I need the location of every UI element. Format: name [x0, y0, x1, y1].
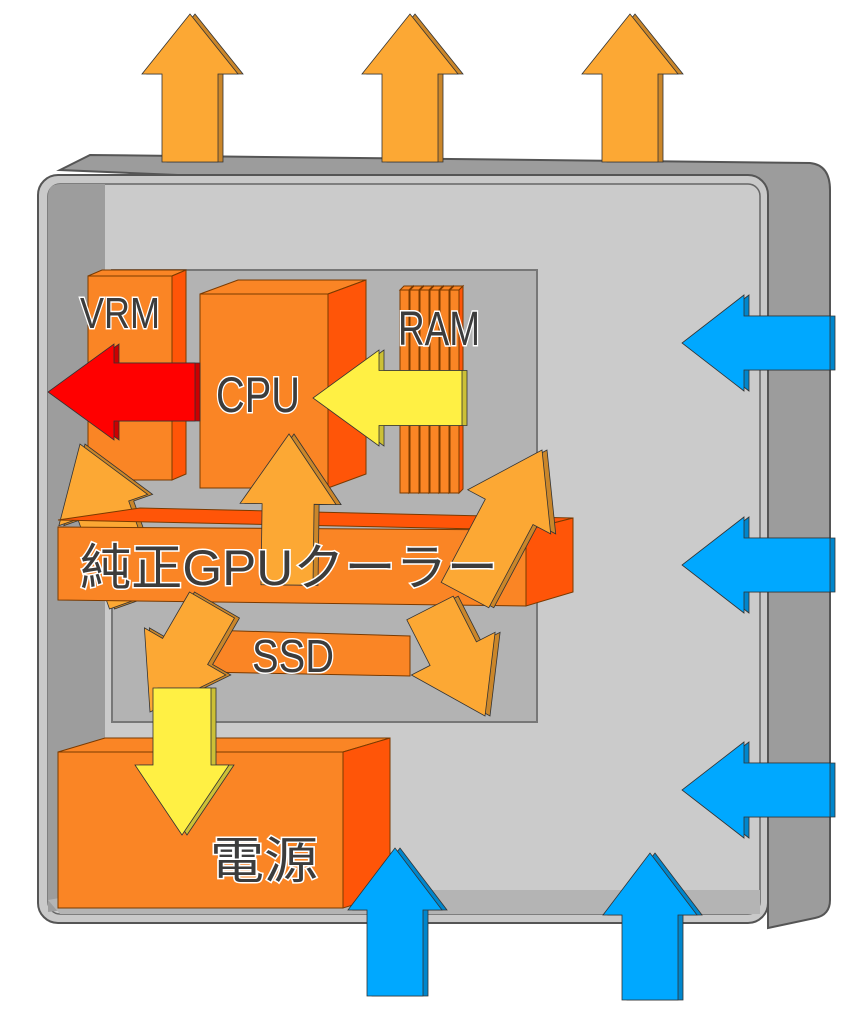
airflow-arrow-gpu-to-cpu-face: [239, 433, 337, 586]
airflow-arrow-gpu-to-ssd-right: [406, 595, 501, 717]
exhaust-arrow-up: [581, 13, 684, 163]
intake-arrow-left: [681, 516, 836, 614]
exhaust-arrow-up-face: [361, 13, 459, 163]
psu-block-top: [57, 737, 391, 753]
gpu-cooler-label: 純正GPUクーラー: [80, 540, 498, 596]
ram-label: RAM: [398, 303, 480, 356]
hot-exhaust-arrow-vrm-face: [47, 343, 196, 441]
warm-arrow-ram-to-cpu: [312, 349, 468, 447]
psu-label: 電源: [210, 833, 318, 889]
airflow-arrow-gpu-to-ssd-right-face: [406, 595, 496, 717]
exhaust-arrow-up-face: [141, 13, 239, 163]
warm-arrow-to-psu-face: [134, 687, 230, 836]
warm-arrow-ram-to-cpu-face: [312, 349, 463, 447]
airflow-arrow-gpu-to-ram: [440, 449, 557, 609]
case-depth-shell: [56, 153, 831, 930]
vrm-block-top: [87, 269, 187, 277]
intake-arrow-up: [602, 852, 703, 1001]
airflow-arrows: [47, 13, 836, 1001]
intake-arrow-up-face: [347, 847, 443, 997]
intake-arrow-left-face: [681, 516, 831, 614]
ssd-label: SSD: [252, 630, 334, 682]
intake-arrow-left: [681, 741, 836, 839]
exhaust-arrow-up: [361, 13, 464, 163]
airflow-arrow-gpu-to-ram-face: [440, 449, 552, 609]
cpu-label: CPU: [216, 367, 300, 423]
intake-arrow-left: [681, 294, 836, 392]
intake-arrow-up: [347, 847, 448, 997]
intake-arrow-left-face: [681, 294, 831, 392]
intake-arrow-up-face: [602, 852, 698, 1001]
warm-arrow-to-psu: [134, 687, 235, 836]
airflow-arrow-gpu-to-cpu: [239, 433, 342, 586]
vrm-label: VRM: [80, 289, 160, 338]
exhaust-arrow-up-face: [581, 13, 679, 163]
intake-arrow-left-face: [681, 741, 831, 839]
exhaust-arrow-up: [141, 13, 244, 163]
hot-exhaust-arrow-vrm: [47, 343, 201, 441]
